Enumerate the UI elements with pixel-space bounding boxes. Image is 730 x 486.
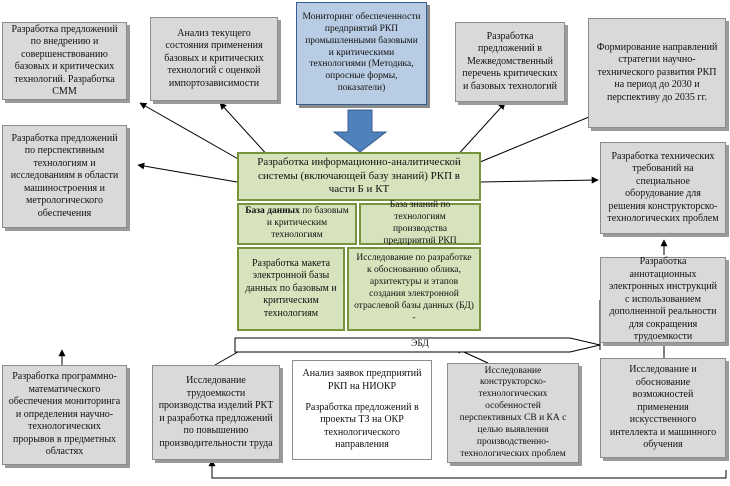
arrow-to-top-left (139, 102, 241, 161)
box-db-layout: Разработка макета электронной базы данны… (237, 247, 345, 331)
box-knowledge-base: База знаний по технологиям производства … (359, 200, 481, 246)
niokr-text-2: Разработка предложений в проекты ТЗ на О… (305, 401, 419, 451)
box-interdept-list: Разработка предложений в Межведомственны… (455, 22, 565, 102)
box-monitoring: Мониторинг обеспеченности предприятий РК… (296, 2, 427, 105)
db-bold-label: База данных (245, 206, 300, 217)
box-info-system: Разработка информационно-аналитической с… (237, 152, 481, 201)
box-perspective-tech: Разработка предложений по перспективным … (2, 125, 127, 228)
box-ai-research: Исследование и обоснование возможностей … (600, 358, 726, 458)
bottom-return-line (208, 459, 727, 479)
niokr-text-1: Анализ заявок предприятий РКП на НИОКР (302, 368, 422, 392)
box-niokr-analysis: Анализ заявок предприятий РКП на НИОКР Р… (292, 360, 432, 460)
box-implementation-proposals: Разработка предложений по внедрению и со… (2, 22, 127, 100)
box-labor-intensity: Исследование трудоемкости производства и… (152, 365, 280, 460)
box-current-state-analysis: Анализ текущего состояния применения баз… (150, 17, 278, 101)
box-db-basic: База данных по базовым и критическим тех… (237, 203, 357, 245)
box-tech-requirements: Разработка технических требований на спе… (600, 142, 726, 234)
arrow-to-right-mid (480, 176, 599, 184)
box-research-db: Исследование по разработке к обоснованию… (347, 247, 481, 331)
db-rest-label: по базовым и критическим технологиям (266, 206, 349, 240)
box-annotation-instructions: Разработка аннотационных электронных инс… (600, 256, 726, 343)
monitoring-down-arrow (332, 109, 388, 153)
arrow-to-left-mid (137, 162, 238, 183)
arrow-to-interdept (454, 102, 506, 159)
box-strategy: Формирование направлений стратегии научн… (588, 18, 726, 128)
ebd-label: ЭБД (411, 339, 429, 350)
box-design-research: Исследование конструкторско-технологичес… (447, 363, 579, 463)
ebd-arrow (234, 337, 601, 353)
arrow-to-top-analysis (219, 102, 271, 159)
arrow-to-strategy (479, 109, 607, 163)
box-software-monitoring: Разработка программно-математического об… (2, 365, 127, 465)
